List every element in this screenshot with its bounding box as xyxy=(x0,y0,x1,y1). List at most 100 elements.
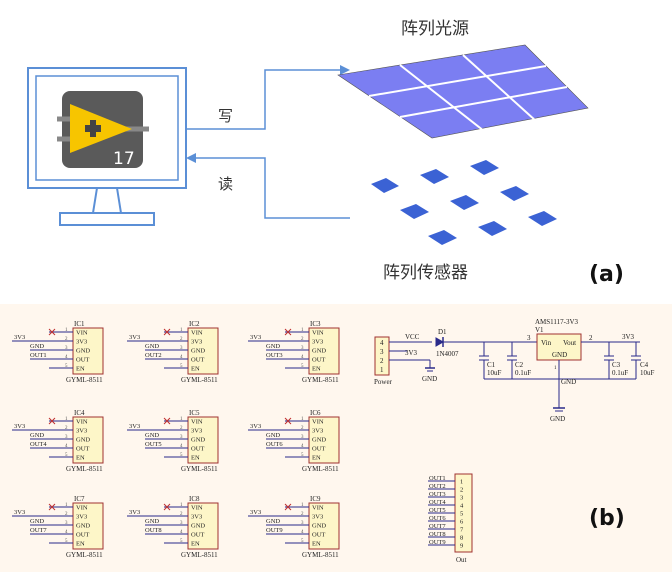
labview-app-icon: 17 xyxy=(57,91,149,169)
module-ref: IC4 xyxy=(74,409,85,417)
sensor-module-9: IC9GYML-8511VIN13V32GND3OUT4EN53V3GNDOUT… xyxy=(248,495,340,559)
module-pin-number: 1 xyxy=(65,503,68,508)
module-gnd-net: GND xyxy=(30,432,44,439)
module-pin-name: VIN xyxy=(191,330,203,337)
module-pin-name: OUT xyxy=(76,446,89,453)
module-pin-name: GND xyxy=(191,523,205,530)
module-pin-name: EN xyxy=(76,366,85,373)
module-ref: IC7 xyxy=(74,495,85,503)
module-pin-name: GND xyxy=(76,348,90,355)
module-3v3-net: 3V3 xyxy=(14,334,25,341)
sensor-array-label: 阵列传感器 xyxy=(383,263,468,283)
module-pin-number: 3 xyxy=(65,346,68,351)
module-pin-number: 2 xyxy=(65,426,68,431)
out-net-label: OUT2 xyxy=(429,483,446,490)
module-pin-name: VIN xyxy=(76,505,88,512)
module-pin-number: 1 xyxy=(65,417,68,422)
module-out-net: OUT2 xyxy=(145,352,162,359)
module-out-net: OUT1 xyxy=(30,352,47,359)
power-connector-pin-1: 1 xyxy=(380,366,384,374)
module-pin-name: OUT xyxy=(312,446,325,453)
module-pin-number: 5 xyxy=(301,453,304,458)
sensor-module-body xyxy=(187,502,219,550)
regulator-ref: V1 xyxy=(535,326,544,334)
write-label: 写 xyxy=(218,107,233,125)
module-3v3-net: 3V3 xyxy=(129,423,140,430)
module-pin-number: 3 xyxy=(301,435,304,440)
out-net-label: OUT3 xyxy=(429,491,446,498)
module-pin-number: 3 xyxy=(180,435,183,440)
out-net-label: OUT6 xyxy=(429,515,446,522)
module-pin-name: OUT xyxy=(191,357,204,364)
out-net-label: OUT5 xyxy=(429,507,446,514)
module-pin-number: 1 xyxy=(301,503,304,508)
module-pin-name: OUT xyxy=(76,532,89,539)
out-pin-number: 8 xyxy=(460,535,463,542)
no-connect-mark xyxy=(163,503,171,511)
module-pin-name: OUT xyxy=(312,532,325,539)
module-3v3-net: 3V3 xyxy=(250,509,261,516)
no-connect-mark xyxy=(48,328,56,336)
module-pin-number: 3 xyxy=(65,521,68,526)
sensor-module-body xyxy=(308,416,340,464)
module-pin-number: 3 xyxy=(180,521,183,526)
no-connect-mark xyxy=(163,328,171,336)
c4-ref: C4 xyxy=(640,361,649,369)
out-net-label: OUT1 xyxy=(429,475,446,482)
module-3v3-net: 3V3 xyxy=(129,334,140,341)
diode-part: 1N4007 xyxy=(436,350,459,358)
power-connector-label: Power xyxy=(374,378,393,386)
out-pin-number: 6 xyxy=(460,519,464,526)
module-pin-number: 4 xyxy=(65,444,68,449)
power-connector-pin-2: 2 xyxy=(380,357,384,365)
module-pin-name: 3V3 xyxy=(312,339,323,346)
sensor-module-body xyxy=(72,327,104,375)
regulator-gnd-net: GND xyxy=(561,378,576,386)
sensor-modules: IC1GYML-8511VIN13V32GND3OUT4EN53V3GNDOUT… xyxy=(12,320,340,559)
power-connector-pin-4: 4 xyxy=(380,339,384,347)
out-connector-label: Out xyxy=(456,556,467,564)
sensor-module-body xyxy=(308,327,340,375)
module-pin-name: VIN xyxy=(76,419,88,426)
regulator-pin-in: 3 xyxy=(527,334,531,342)
sensor-module-1: IC1GYML-8511VIN13V32GND3OUT4EN53V3GNDOUT… xyxy=(12,320,104,384)
module-pin-number: 1 xyxy=(65,328,68,333)
module-pin-name: 3V3 xyxy=(76,514,87,521)
module-pin-number: 2 xyxy=(65,512,68,517)
regulator-part: AMS1117-3V3 xyxy=(535,318,579,326)
schematic: IC1GYML-8511VIN13V32GND3OUT4EN53V3GNDOUT… xyxy=(12,318,655,564)
module-pin-name: VIN xyxy=(312,330,324,337)
module-pin-number: 1 xyxy=(301,328,304,333)
no-connect-mark xyxy=(284,328,292,336)
module-pin-number: 5 xyxy=(180,539,183,544)
module-pin-number: 1 xyxy=(180,503,183,508)
module-pin-number: 5 xyxy=(180,453,183,458)
module-pin-number: 4 xyxy=(301,444,304,449)
c2-ref: C2 xyxy=(515,361,524,369)
regulator-pin-gnd: 1 xyxy=(554,366,557,371)
light-source-array xyxy=(337,44,589,139)
c2-value: 0.1uF xyxy=(515,369,531,377)
diode-ref: D1 xyxy=(438,328,447,336)
out-pin-number: 1 xyxy=(460,479,463,486)
module-ref: IC9 xyxy=(310,495,321,503)
out-pin-number: 7 xyxy=(460,527,464,534)
out-pin-number: 9 xyxy=(460,543,463,550)
module-pin-number: 2 xyxy=(301,426,304,431)
module-pin-number: 3 xyxy=(65,435,68,440)
module-ref: IC1 xyxy=(74,320,85,328)
module-part: GYML-8511 xyxy=(302,376,339,384)
module-part: GYML-8511 xyxy=(66,376,103,384)
regulator-pin-out: 2 xyxy=(589,334,593,342)
module-3v3-net: 3V3 xyxy=(14,509,25,516)
module-pin-name: EN xyxy=(76,455,85,462)
module-out-net: OUT4 xyxy=(30,441,47,448)
c4-value: 10uF xyxy=(640,369,655,377)
module-pin-number: 4 xyxy=(180,444,183,449)
module-pin-number: 4 xyxy=(65,530,68,535)
module-pin-name: EN xyxy=(191,366,200,373)
module-pin-number: 3 xyxy=(301,521,304,526)
sensor-module-3: IC3GYML-8511VIN13V32GND3OUT4EN53V3GNDOUT… xyxy=(248,320,340,384)
light-source-array-label: 阵列光源 xyxy=(401,19,469,39)
